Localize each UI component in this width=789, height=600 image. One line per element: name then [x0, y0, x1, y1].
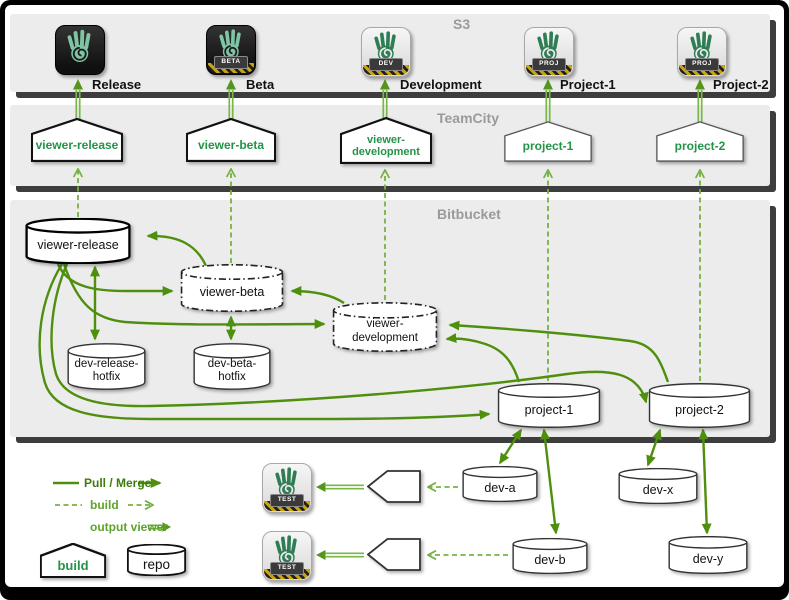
- release-app-icon: [55, 25, 105, 75]
- edge-pull-merge-arrows: [38, 230, 712, 535]
- legend-repo-shape: repo: [127, 544, 186, 576]
- legend-output-viewer-label: output viewer: [90, 520, 169, 534]
- s3-target-label-development: Development: [400, 77, 482, 92]
- s3-target-label-project-1: Project-1: [560, 77, 616, 92]
- edge-output-viewer-horizontal-lines: [148, 484, 364, 558]
- development-app-icon: DEV: [361, 27, 411, 77]
- build-shape-project-2: project-2: [656, 121, 744, 162]
- proj-badge: PROJ: [685, 58, 719, 71]
- viewer-hand-icon: [67, 29, 91, 62]
- viewer-hand-icon: [690, 31, 712, 62]
- beta-app-icon: BETA: [206, 25, 256, 75]
- dev-badge: DEV: [369, 58, 403, 71]
- repo-dev-y: dev-y: [668, 536, 748, 574]
- repo-dev-b: dev-b: [512, 538, 588, 574]
- edge-build-arrows: [55, 170, 700, 555]
- repo-project-1: project-1: [497, 383, 601, 428]
- s3-layer-title: S3: [453, 16, 471, 32]
- legend-pull-merge-label: Pull / Merge: [84, 476, 152, 490]
- repo-viewer-development: viewer-development: [332, 302, 438, 352]
- build-shape-left-1: [367, 470, 421, 503]
- build-shape-viewer-development: viewer-development: [340, 117, 432, 164]
- test-app-icon-1: TEST: [262, 463, 312, 513]
- test-app-icon-2: TEST: [262, 531, 312, 581]
- s3-target-label-beta: Beta: [246, 77, 275, 92]
- project-1-app-icon: PROJ: [524, 27, 574, 77]
- viewer-hand-icon: [374, 31, 396, 62]
- viewer-hand-icon: [275, 467, 297, 498]
- repo-dev-beta-hotfix: dev-beta-hotfix: [193, 343, 271, 390]
- build-shape-viewer-release: viewer-release: [31, 118, 123, 162]
- test-badge: TEST: [270, 494, 304, 507]
- legend-build-label: build: [90, 498, 119, 512]
- build-shape-project-1: project-1: [504, 121, 592, 162]
- viewer-hand-icon: [275, 535, 297, 566]
- s3-target-label-release: Release: [92, 77, 142, 92]
- proj-badge: PROJ: [532, 58, 566, 71]
- viewer-hand-icon: [219, 29, 241, 60]
- project-2-app-icon: PROJ: [677, 27, 727, 77]
- repo-viewer-beta: viewer-beta: [180, 264, 284, 312]
- viewer-hand-icon: [537, 31, 559, 62]
- repo-viewer-release: viewer-release: [25, 218, 131, 264]
- repo-dev-x: dev-x: [618, 468, 698, 504]
- test-badge: TEST: [270, 562, 304, 575]
- edge-output-viewer-arrowheads: [73, 79, 705, 560]
- repo-project-2: project-2: [648, 383, 751, 428]
- repo-dev-a: dev-a: [462, 466, 538, 502]
- beta-badge: BETA: [214, 56, 248, 69]
- build-shape-viewer-beta: viewer-beta: [186, 118, 276, 162]
- edge-output-viewer-vertical-lines: [75, 90, 703, 122]
- bitbucket-layer-title: Bitbucket: [437, 206, 501, 222]
- legend-build-shape: build: [40, 543, 106, 578]
- teamcity-layer-title: TeamCity: [437, 110, 499, 126]
- s3-target-label-project-2: Project-2: [713, 77, 769, 92]
- repo-dev-release-hotfix: dev-release-hotfix: [67, 343, 146, 390]
- build-shape-left-2: [367, 538, 421, 571]
